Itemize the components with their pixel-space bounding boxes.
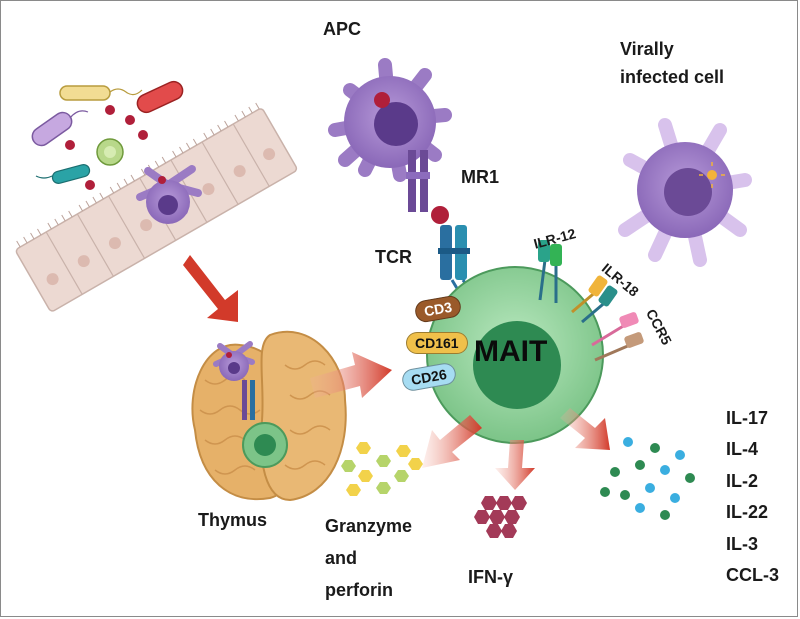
tcr-label: TCR	[375, 247, 412, 267]
infected-cell-icon	[618, 118, 752, 267]
virally-infected-label-line1: Virally	[620, 39, 674, 59]
apc-cell-icon	[328, 58, 452, 182]
bacteria-icon	[31, 80, 184, 184]
ifn-label: IFN-γ	[468, 567, 513, 587]
granzyme-label-line3: perforin	[325, 580, 394, 600]
granule-icon	[341, 442, 423, 496]
granzyme-label-line1: Granzyme	[325, 516, 413, 536]
effector-arrows	[422, 408, 610, 490]
mait-label: MAIT	[474, 335, 548, 368]
cytokine-il17: IL-17	[726, 408, 769, 428]
cd161-marker: CD161	[406, 332, 468, 354]
cytokine-dots	[600, 437, 695, 520]
cytokine-il2: IL-2	[726, 471, 759, 491]
arrow-to-thymus	[183, 255, 238, 322]
cytokine-il22: IL-22	[726, 502, 769, 522]
ifn-molecule-icon	[474, 496, 527, 538]
cytokine-il3: IL-3	[726, 534, 759, 554]
antigen-dots	[65, 105, 148, 190]
cytokine-ccl3: CCL-3	[726, 565, 779, 585]
mr1-molecule	[406, 150, 449, 224]
mait-cell-icon	[426, 266, 604, 444]
granzyme-label-line2: and	[325, 548, 358, 568]
cytokine-il4: IL-4	[726, 439, 759, 459]
thymus-icon	[191, 330, 347, 502]
virally-infected-label-line2: infected cell	[620, 67, 725, 87]
ccr5-receptor	[591, 312, 644, 362]
ilr18-receptor	[571, 275, 618, 324]
ilr12-receptor	[538, 240, 562, 303]
mr1-label: MR1	[461, 167, 500, 187]
thymus-label: Thymus	[198, 510, 268, 530]
apc-label: APC	[323, 19, 362, 39]
arrow-to-mait	[310, 352, 392, 398]
dendritic-cell-icon	[136, 165, 202, 224]
